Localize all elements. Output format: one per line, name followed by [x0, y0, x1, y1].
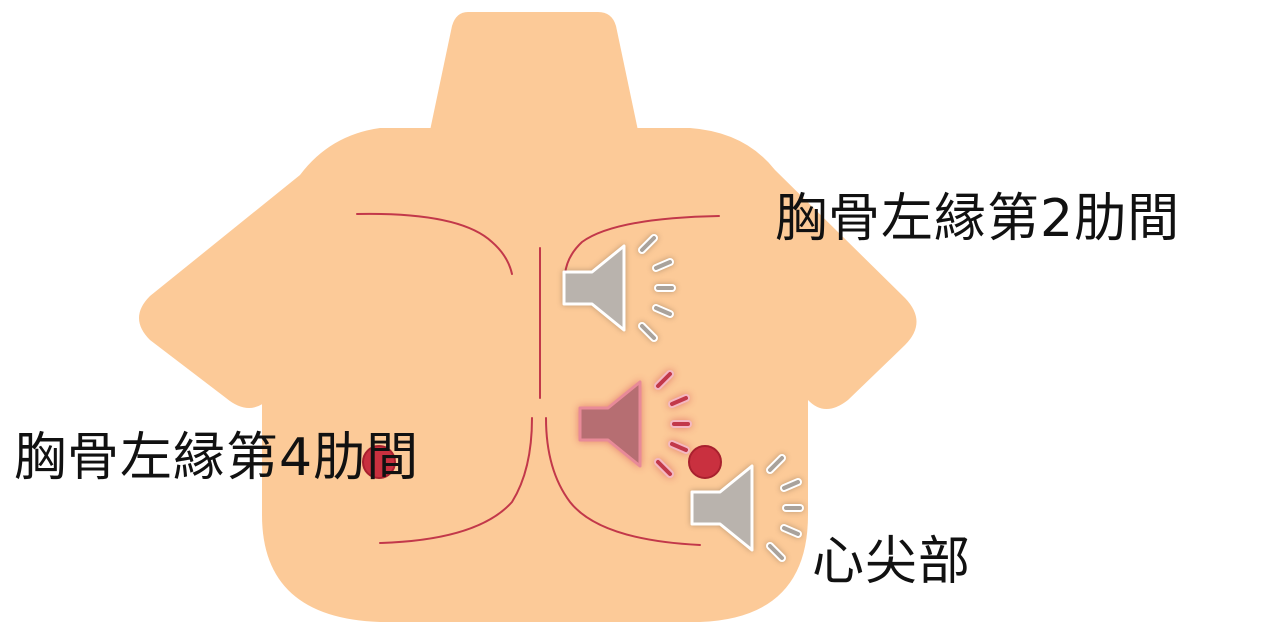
point-fourth-intercostal[interactable]: [362, 445, 396, 479]
shoulders: [139, 128, 917, 420]
clavicle-left-line: [564, 215, 720, 275]
neck: [428, 12, 640, 140]
point-apex[interactable]: [688, 445, 722, 479]
speaker-icon[interactable]: [578, 370, 692, 478]
rib-right-lower-line: [379, 417, 533, 544]
rib-left-lower-line: [545, 417, 701, 546]
speaker-icon[interactable]: [562, 234, 676, 342]
clavicle-right-line: [356, 212, 513, 275]
label-fourth-intercostal: 胸骨左縁第4肋間: [14, 428, 420, 488]
anatomy-lines: [356, 212, 720, 546]
speaker-icon[interactable]: [690, 454, 804, 562]
label-apex: 心尖部: [812, 532, 972, 592]
label-second-intercostal: 胸骨左縁第2肋間: [775, 189, 1181, 249]
auscultation-points: [362, 445, 722, 479]
